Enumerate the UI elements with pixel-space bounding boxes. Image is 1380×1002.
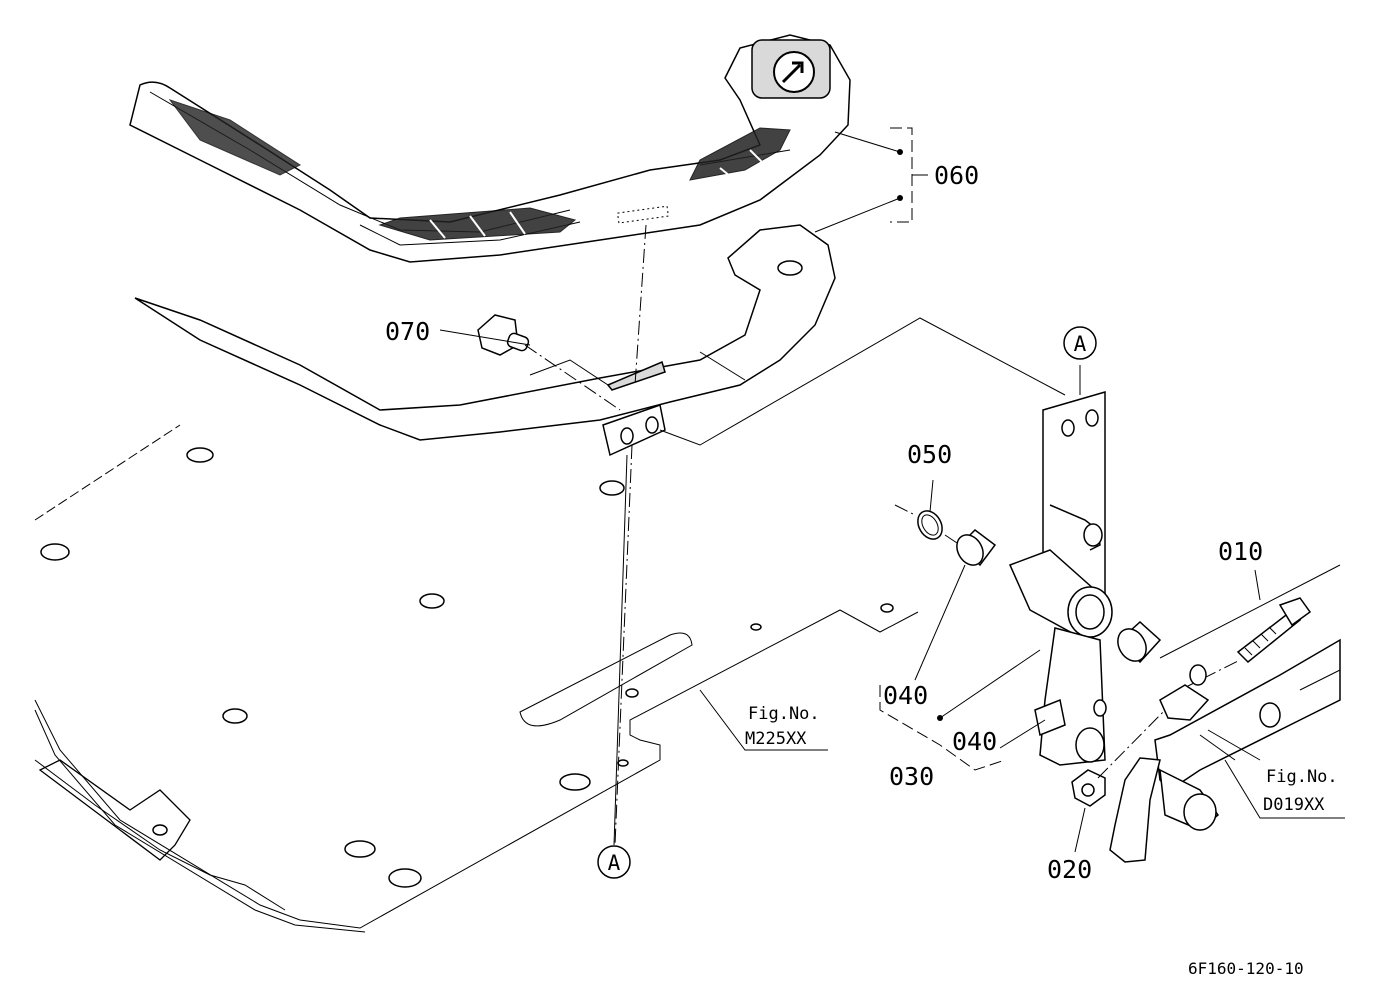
callout-050: 050	[907, 440, 952, 469]
marker-a-top-circle	[1063, 326, 1097, 360]
fig-pedal-code: D019XX	[1263, 795, 1325, 815]
figure-references: Fig.No. M225XX Fig.No. D019XX	[745, 704, 1338, 815]
fig-floor-label: Fig.No.	[748, 704, 820, 724]
floor-plate	[34, 424, 919, 933]
leader-lines	[439, 127, 1345, 853]
diagram-code: 6F160-120-10	[1188, 959, 1304, 978]
fig-floor-code: M225XX	[745, 729, 807, 749]
pedal-plate	[134, 224, 1066, 457]
marker-a-top: A	[1074, 332, 1087, 356]
pedal-arm	[1008, 391, 1113, 766]
bushings	[894, 504, 1162, 664]
pedal-link-hardware	[1071, 564, 1341, 863]
callout-040-lower: 040	[952, 727, 997, 756]
pedal-rubber-pad	[129, 34, 851, 263]
section-markers: A A	[597, 326, 1097, 879]
callout-labels: 010 020 030 040 040 050 060 070	[385, 161, 1263, 884]
callout-010: 010	[1218, 537, 1263, 566]
flange-bolt	[477, 314, 621, 411]
callout-020: 020	[1047, 855, 1092, 884]
marker-a-bottom: A	[608, 851, 621, 875]
callout-070: 070	[385, 317, 430, 346]
fig-pedal-label: Fig.No.	[1266, 767, 1338, 787]
callout-030: 030	[889, 762, 934, 791]
callout-060: 060	[934, 161, 979, 190]
centerline	[614, 224, 647, 846]
marker-a-bottom-circle	[597, 845, 631, 879]
callout-040-upper: 040	[883, 681, 928, 710]
